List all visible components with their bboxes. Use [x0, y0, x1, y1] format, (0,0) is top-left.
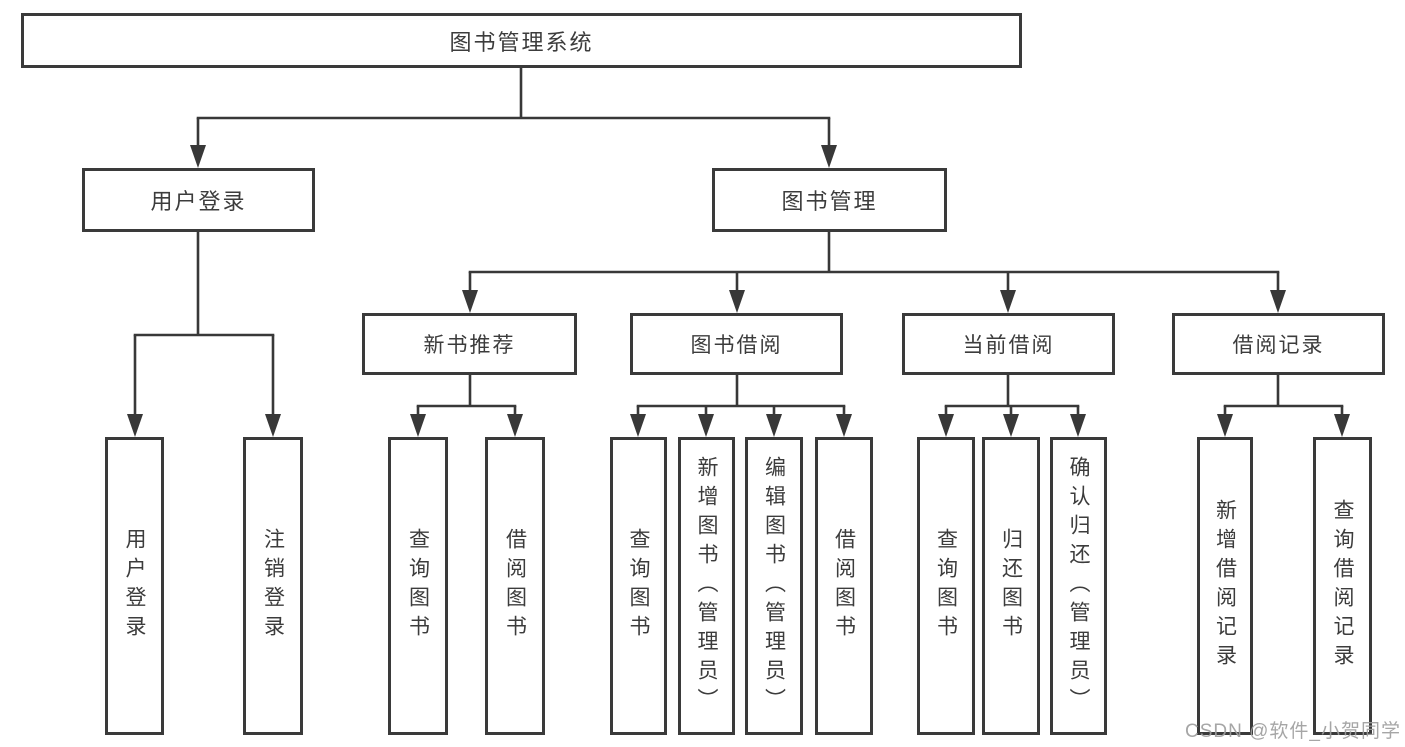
node-label-query-borrow-record: 查询借阅记录 [1331, 499, 1354, 673]
connector-book-management-arrow-3-arrowhead-icon [1270, 290, 1286, 313]
node-label-borrow-books-leaf: 借阅图书 [832, 528, 856, 644]
connector-current-borrowing-arrow-0-arrowhead-icon [938, 414, 954, 437]
node-label-query-books-current: 查询图书 [934, 528, 958, 644]
connector-new-book-recommend-arrow-0-arrowhead-icon [410, 414, 426, 437]
node-label-current-borrowing: 当前借阅 [962, 334, 1055, 357]
node-borrowing-records: 借阅记录 [1172, 313, 1385, 375]
node-book-management: 图书管理 [712, 168, 947, 232]
node-edit-books-admin: 编辑图书（管理员） [745, 437, 803, 735]
node-label-confirm-return-admin: 确认归还（管理员） [1067, 455, 1090, 717]
connector-book-management-arrow-2-arrowhead-icon [1000, 290, 1016, 313]
connector-user-login-group-arrow-1-arrowhead-icon [265, 414, 281, 437]
node-query-borrow-record: 查询借阅记录 [1313, 437, 1372, 735]
connector-book-management-arrow-1-arrowhead-icon [729, 290, 745, 313]
node-return-books: 归还图书 [982, 437, 1040, 735]
node-add-books-admin: 新增图书（管理员） [678, 437, 735, 735]
connector-user-login-group-arrow-0-arrowhead-icon [127, 414, 143, 437]
connector-book-borrowing-arrow-2-arrowhead-icon [766, 414, 782, 437]
node-label-borrowing-records: 借阅记录 [1232, 334, 1325, 357]
node-logout-leaf: 注销登录 [243, 437, 303, 735]
node-confirm-return-admin: 确认归还（管理员） [1050, 437, 1107, 735]
node-label-edit-books-admin: 编辑图书（管理员） [762, 455, 786, 717]
node-label-library-system: 图书管理系统 [449, 29, 594, 55]
connector-library-system-arrow-0-arrowhead-icon [190, 145, 206, 168]
node-label-book-borrowing: 图书借阅 [690, 334, 783, 357]
node-label-new-book-recommend: 新书推荐 [423, 334, 516, 357]
connector-book-borrowing-arrow-3-arrowhead-icon [836, 414, 852, 437]
node-user-login-group: 用户登录 [82, 168, 315, 232]
connector-book-borrowing-arrow-1-arrowhead-icon [698, 414, 714, 437]
node-label-add-borrow-record: 新增借阅记录 [1213, 499, 1237, 673]
node-book-borrowing: 图书借阅 [630, 313, 843, 375]
node-label-book-management: 图书管理 [781, 189, 878, 214]
node-add-borrow-record: 新增借阅记录 [1197, 437, 1253, 735]
node-label-borrow-books-recommend: 借阅图书 [503, 528, 527, 644]
connector-book-borrowing-arrow-0-arrowhead-icon [630, 414, 646, 437]
node-query-books-borrowing: 查询图书 [610, 437, 667, 735]
node-query-books-recommend: 查询图书 [388, 437, 448, 735]
node-label-logout-leaf: 注销登录 [261, 528, 285, 644]
watermark-text: CSDN @软件_小贺同学 [1185, 721, 1401, 742]
node-new-book-recommend: 新书推荐 [362, 313, 577, 375]
node-label-return-books: 归还图书 [999, 528, 1023, 644]
connector-borrowing-records-arrow-1-arrowhead-icon [1334, 414, 1350, 437]
node-user-login-leaf: 用户登录 [105, 437, 164, 735]
node-label-user-login-group: 用户登录 [150, 189, 247, 214]
connector-new-book-recommend-arrow-1-arrowhead-icon [507, 414, 523, 437]
node-library-system: 图书管理系统 [21, 13, 1022, 68]
node-borrow-books-recommend: 借阅图书 [485, 437, 545, 735]
node-query-books-current: 查询图书 [917, 437, 975, 735]
connector-borrowing-records-arrow-0-arrowhead-icon [1217, 414, 1233, 437]
node-label-add-books-admin: 新增图书（管理员） [695, 455, 718, 717]
node-current-borrowing: 当前借阅 [902, 313, 1115, 375]
connector-current-borrowing-arrow-1-arrowhead-icon [1003, 414, 1019, 437]
connector-current-borrowing-arrow-2-arrowhead-icon [1070, 414, 1086, 437]
node-label-query-books-recommend: 查询图书 [406, 528, 430, 644]
node-borrow-books-leaf: 借阅图书 [815, 437, 873, 735]
node-label-query-books-borrowing: 查询图书 [627, 528, 650, 644]
node-label-user-login-leaf: 用户登录 [123, 528, 146, 644]
connector-library-system-arrow-1-arrowhead-icon [821, 145, 837, 168]
connector-book-management-arrow-0-arrowhead-icon [462, 290, 478, 313]
